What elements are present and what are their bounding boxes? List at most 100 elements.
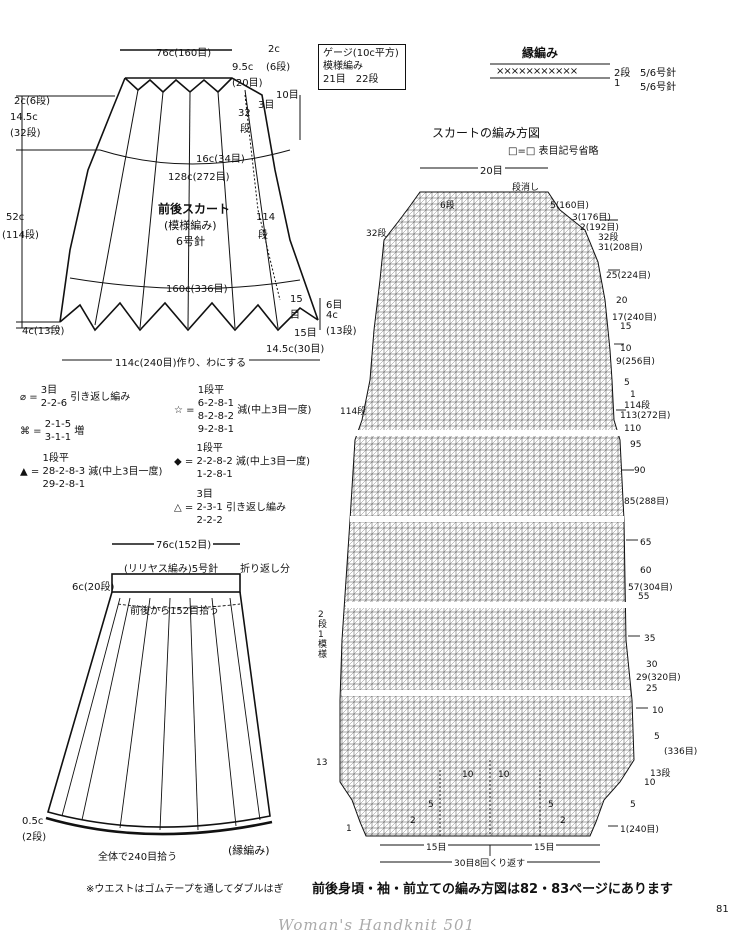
chart-label-22: 65 bbox=[640, 538, 652, 548]
waist-note: ※ウエストはゴムテープを通してダブルはぎ bbox=[86, 884, 284, 895]
chart-inner-5a: 5 bbox=[428, 800, 434, 810]
rib-label: (リリヤス編み)5号針 bbox=[124, 564, 219, 575]
chart-label-24: 57(304目) bbox=[628, 583, 673, 593]
side-dan-label: 段 bbox=[258, 230, 268, 241]
chart-legend-note: □=□ 表目記号省略 bbox=[508, 146, 599, 157]
waist-height-label: 6c(20段) bbox=[72, 582, 115, 593]
right-15-label: 15 bbox=[290, 294, 303, 305]
edge-title: 縁編み bbox=[522, 46, 559, 60]
chart-left-114: 114段 bbox=[340, 407, 367, 417]
chart-bottom-15a: 15目 bbox=[424, 840, 449, 853]
legend-symbol-2: ⌘ bbox=[20, 426, 30, 437]
chart-label-13: 9(256目) bbox=[616, 357, 655, 367]
gauge-values: 21目 22段 bbox=[323, 74, 379, 85]
mid-128-label: 128c(272目) bbox=[168, 172, 230, 183]
chart-inner-10a: 10 bbox=[462, 770, 474, 780]
bottom-145-label: 14.5c(30目) bbox=[266, 344, 325, 355]
chart-label-34: 10 bbox=[644, 778, 656, 788]
chart-left-repeat: 2段1模様 bbox=[318, 610, 328, 660]
skirt-title: 前後スカート bbox=[158, 202, 231, 216]
gauge-title: ゲージ(10c平方) bbox=[323, 48, 399, 59]
chart-body bbox=[339, 191, 635, 837]
legend-symbol-6: △ bbox=[174, 502, 182, 514]
chart-label-14: 5 bbox=[624, 378, 630, 388]
left-4c-label: 4c(13段) bbox=[22, 326, 65, 337]
hem-rows-label: (2段) bbox=[22, 832, 47, 843]
gauge-pattern: 模様編み bbox=[323, 61, 363, 72]
chart-inner-2b: 2 bbox=[560, 816, 566, 826]
skirt-needle: 6号針 bbox=[176, 235, 205, 248]
chart-inner-5b: 5 bbox=[548, 800, 554, 810]
right-dan-label: 段 bbox=[240, 124, 250, 135]
chart-label-36: 1(240目) bbox=[620, 825, 659, 835]
right-32-label: 32 bbox=[238, 108, 251, 119]
chart-label-29: 25 bbox=[646, 684, 658, 694]
chart-label-2: 6段 bbox=[440, 201, 455, 211]
chart-label-15: 1 bbox=[630, 390, 636, 400]
right-6-label: 6目 bbox=[326, 300, 343, 311]
left-2c-label: 2c(6段) bbox=[14, 96, 51, 107]
legend-symbol-4: ☆ bbox=[174, 405, 183, 416]
chart-label-20: 90 bbox=[634, 466, 646, 476]
left-114-label: (114段) bbox=[2, 230, 39, 241]
chart-label-11: 15 bbox=[620, 322, 632, 332]
bottom-160-label: 160c(336目) bbox=[166, 284, 228, 295]
chart-label-30: 10 bbox=[652, 706, 664, 716]
chart-left-1: 1 bbox=[346, 824, 352, 834]
fold-label: 折り返し分 bbox=[240, 564, 290, 575]
chart-label-5: 2(192目) bbox=[580, 223, 619, 233]
edge-row1: 1 bbox=[614, 78, 621, 89]
chart-label-7: 31(208目) bbox=[598, 243, 643, 253]
top-right-label-1: 2c bbox=[268, 44, 280, 55]
legend-symbol-1: ⌀ bbox=[20, 392, 27, 403]
chart-left-13: 13 bbox=[316, 758, 328, 768]
edge-needle-1: 5/6号針 bbox=[640, 68, 677, 79]
chart-label-25: 55 bbox=[638, 592, 650, 602]
legend-symbol-3: ▲ bbox=[20, 466, 28, 478]
right-15dan-label: 目 bbox=[290, 310, 300, 321]
skirt-pattern: (模様編み) bbox=[164, 219, 217, 232]
chart-label-8: 25(224目) bbox=[606, 271, 651, 281]
chart-bottom-repeat: 30目8回くり返す bbox=[452, 856, 528, 869]
chart-left-32: 32段 bbox=[366, 229, 387, 239]
reference-note: 前後身頃・袖・前立ての編み方図は82・83ページにあります bbox=[312, 882, 673, 897]
top-right-label-2: (6段) bbox=[266, 62, 291, 73]
chart-label-32: (336目) bbox=[664, 747, 698, 757]
bottom-15-label: 15目 bbox=[294, 328, 317, 339]
chart-label-12: 10 bbox=[620, 344, 632, 354]
chart-label-9: 20 bbox=[616, 296, 628, 306]
chart-label-1: 段消し bbox=[512, 183, 540, 193]
page-number: 81 bbox=[716, 904, 729, 915]
chart-inner-2a: 2 bbox=[410, 816, 416, 826]
left-32-label: (32段) bbox=[10, 128, 41, 139]
left-145-label: 14.5c bbox=[10, 112, 38, 123]
right-13-label: (13段) bbox=[326, 326, 357, 337]
chart-label-3: 5(160目) bbox=[550, 201, 589, 211]
chart-width-label: 20目 bbox=[478, 162, 505, 177]
top-right-label-4: (20目) bbox=[232, 78, 263, 89]
top-width-label: 76c(160目) bbox=[156, 48, 212, 59]
chart-label-21: 85(288目) bbox=[624, 497, 669, 507]
waist-width-label: 76c(152目) bbox=[154, 536, 214, 551]
footer-watermark: Woman's Handknit 501 bbox=[278, 916, 476, 934]
chart-inner-10b: 10 bbox=[498, 770, 510, 780]
chart-label-23: 60 bbox=[640, 566, 652, 576]
chart-label-18: 110 bbox=[624, 424, 642, 434]
right-10-label: 10目 bbox=[276, 90, 299, 101]
hem-height-label: 0.5c bbox=[22, 816, 44, 827]
gauge-box: ゲージ(10c平方) 模様編み 21目 22段 bbox=[318, 44, 406, 90]
chart-title: スカートの編み方図 bbox=[432, 126, 541, 140]
chart-label-26: 35 bbox=[644, 634, 656, 644]
chart-label-33: 13段 bbox=[650, 769, 671, 779]
edge-marks: ××××××××××× bbox=[496, 66, 578, 77]
chart-label-6: 32段 bbox=[598, 233, 619, 243]
top-right-label-3: 9.5c bbox=[232, 62, 254, 73]
edge-stitch-label: (縁編み) bbox=[228, 844, 270, 857]
